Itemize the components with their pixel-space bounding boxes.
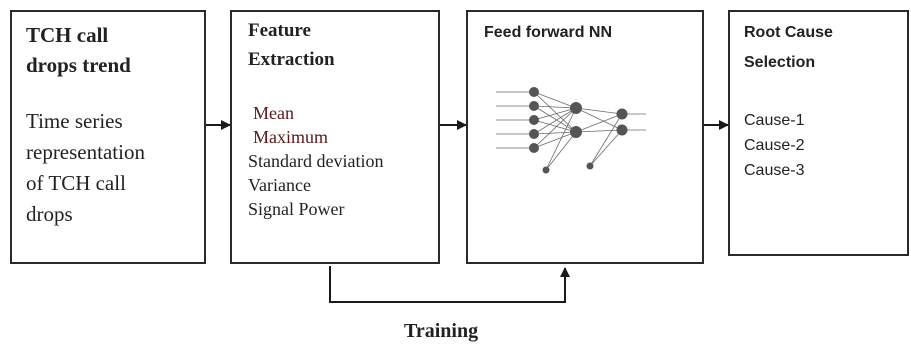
feature-list: Mean Maximum Standard deviation Variance… [248, 101, 383, 221]
tch-call-drops-box: TCH call drops trend Time series represe… [10, 10, 206, 264]
feature-item: Signal Power [248, 199, 345, 219]
tch-body-line: representation [26, 140, 145, 164]
feature-item: Variance [248, 175, 311, 195]
cause-item: Cause-1 [744, 112, 805, 129]
tch-body-line: drops [26, 202, 73, 226]
tch-box-body: Time series representation of TCH call d… [26, 106, 145, 230]
feature-title-line: Feature [248, 20, 311, 41]
feed-forward-nn-box: Feed forward NN [466, 10, 704, 264]
tch-box-title: TCH call drops trend [26, 20, 131, 80]
feature-extraction-box: Feature Extraction Mean Maximum Standard… [230, 10, 440, 264]
root-title-line: Selection [744, 54, 816, 71]
feature-item: Mean [253, 103, 294, 123]
feature-box-title: Feature Extraction [248, 16, 335, 74]
neural-network-illustration [496, 87, 646, 174]
feature-title-line: Extraction [248, 49, 335, 70]
feature-item: Maximum [253, 127, 328, 147]
tch-body-line: Time series [26, 109, 123, 133]
cause-item: Cause-2 [744, 137, 805, 154]
feature-item: Standard deviation [248, 151, 384, 171]
tch-title-line: drops trend [26, 53, 131, 77]
root-box-title: Root Cause Selection [744, 18, 833, 78]
nn-box-title: Feed forward NN [484, 24, 613, 41]
training-label: Training [404, 320, 479, 342]
tch-title-line: TCH call [26, 23, 109, 47]
training-feedback-arrow [329, 266, 570, 303]
root-title-line: Root Cause [744, 24, 833, 41]
tch-body-line: of TCH call [26, 171, 126, 195]
cause-list: Cause-1 Cause-2 Cause-3 [744, 108, 804, 183]
cause-item: Cause-3 [744, 162, 805, 179]
root-cause-selection-box: Root Cause Selection Cause-1 Cause-2 Cau… [728, 10, 909, 256]
